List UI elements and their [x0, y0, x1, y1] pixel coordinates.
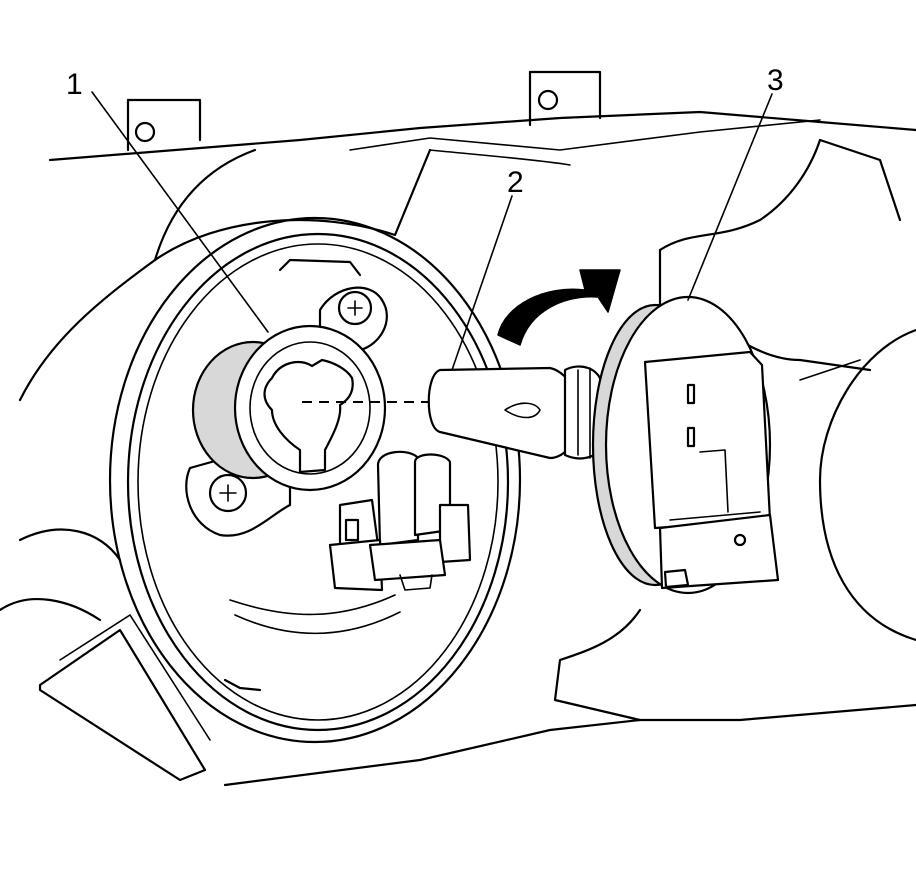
- mounting-tab-left: [126, 98, 202, 152]
- headlamp-bulb: [427, 365, 604, 460]
- callout-number-1: 1: [66, 68, 83, 101]
- mounting-tab-right: [528, 70, 602, 127]
- socket-connector: [328, 450, 472, 592]
- callout-leaders: [91, 91, 773, 371]
- headlamp-housing: [0, 110, 916, 787]
- lower-bracket: [38, 614, 211, 782]
- callout-leader-1: [91, 91, 269, 333]
- rotation-arrow: [497, 269, 621, 346]
- callout-number-2: 2: [507, 166, 524, 199]
- callout-leader-3: [687, 93, 773, 301]
- bulb-base: [591, 295, 780, 595]
- callout-number-3: 3: [767, 64, 784, 97]
- callout-leader-2: [451, 195, 513, 371]
- bulb-socket-flange: [185, 286, 388, 537]
- bulb-access-opening: [108, 216, 522, 744]
